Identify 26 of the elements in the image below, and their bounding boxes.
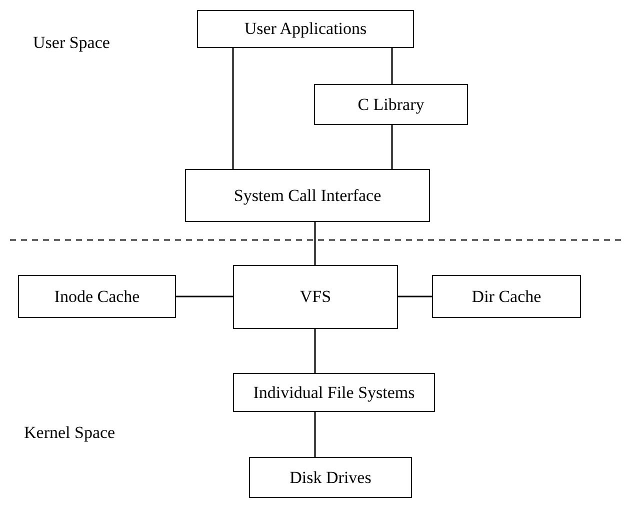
box-label: Disk Drives xyxy=(290,466,372,488)
connector-line xyxy=(314,222,316,265)
connector-line xyxy=(314,329,316,373)
process-box xyxy=(233,265,398,329)
process-box xyxy=(185,169,430,222)
box-label: C Library xyxy=(358,94,424,116)
box-label: Inode Cache xyxy=(54,286,140,308)
box-label: Dir Cache xyxy=(472,286,542,308)
process-box xyxy=(18,275,176,318)
box-label: Individual File Systems xyxy=(253,382,415,404)
connector-line xyxy=(314,412,316,457)
process-box xyxy=(233,373,435,412)
box-label: VFS xyxy=(300,286,332,308)
connector-line xyxy=(391,48,393,84)
process-box xyxy=(432,275,581,318)
region-label: User Space xyxy=(33,32,110,54)
connector-line xyxy=(398,296,432,298)
box-label: System Call Interface xyxy=(234,184,382,206)
connector-line xyxy=(232,48,234,169)
process-box xyxy=(249,457,412,498)
box-label: User Applications xyxy=(244,18,367,40)
region-label: Kernel Space xyxy=(24,422,116,444)
process-box xyxy=(197,10,414,48)
process-box xyxy=(314,84,468,125)
connector-line xyxy=(176,296,233,298)
connector-line xyxy=(391,125,393,169)
